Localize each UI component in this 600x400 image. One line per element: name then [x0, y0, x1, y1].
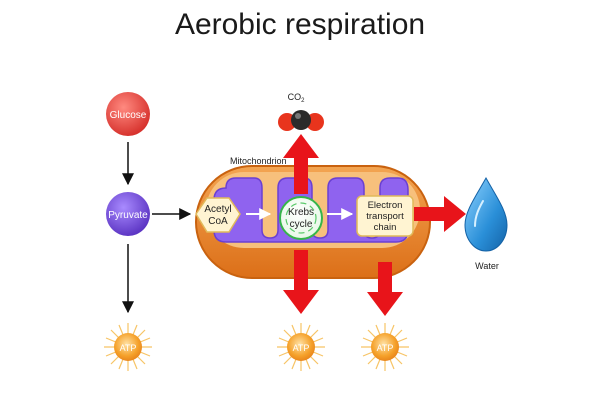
co2-molecule	[278, 110, 324, 131]
atp-burst-3: ATP	[361, 323, 409, 371]
atp-label-2: ATP	[293, 343, 310, 353]
atp-label-1: ATP	[120, 343, 137, 353]
arrow-krebs-to-atp	[283, 250, 319, 314]
krebs-label-2: cycle	[290, 219, 313, 230]
acetyl-coa-node: Acetyl CoA	[195, 197, 241, 233]
arrow-co2-out	[283, 134, 319, 194]
arrow-etc-to-atp	[367, 262, 403, 316]
glucose-label: Glucose	[110, 110, 147, 121]
acetyl-label-1: Acetyl	[204, 204, 231, 215]
diagram-title: Aerobic respiration	[174, 8, 426, 41]
glucose-node: Glucose	[106, 92, 150, 136]
arrow-water-out	[414, 196, 466, 232]
mitochondrion-label: Mitochondrion	[230, 156, 287, 166]
atp-burst-2: ATP	[277, 323, 325, 371]
atp-label-3: ATP	[377, 343, 394, 353]
electron-transport-chain-node: Electron transport chain	[356, 195, 414, 237]
water-label: Water	[475, 261, 499, 271]
etc-label-1: Electron	[368, 200, 403, 211]
atp-burst-1: ATP	[104, 323, 152, 371]
co2-label: CO2	[288, 92, 306, 104]
pyruvate-node: Pyruvate	[106, 192, 150, 236]
krebs-cycle-node: Krebs cycle	[279, 196, 323, 240]
krebs-label-1: Krebs	[288, 207, 314, 218]
acetyl-label-2: CoA	[208, 216, 228, 227]
etc-label-2: transport	[366, 211, 404, 222]
pyruvate-label: Pyruvate	[108, 210, 148, 221]
etc-label-3: chain	[374, 222, 397, 233]
water-drop-icon	[464, 176, 508, 252]
